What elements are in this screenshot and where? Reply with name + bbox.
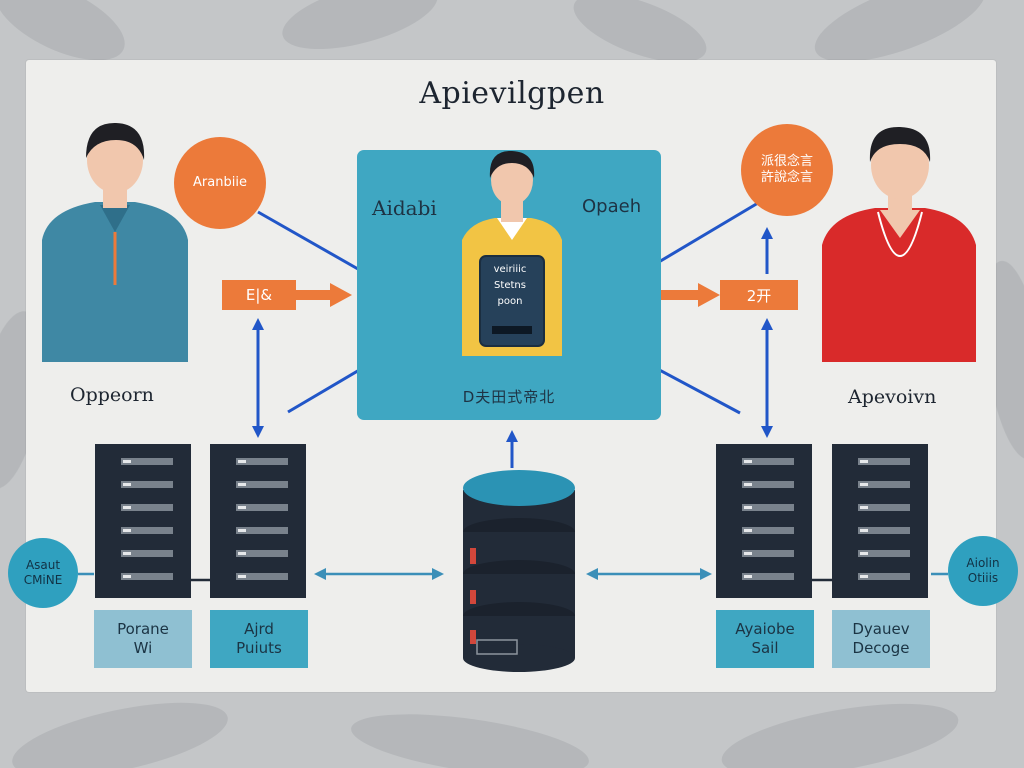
badge-line-1: veiriiic — [493, 264, 527, 275]
module-box-2-text: Ajrd Puiuts — [236, 620, 282, 657]
person-right-label: Apevoivn — [848, 386, 937, 408]
server-rack-3 — [716, 444, 812, 598]
person-left-bubble: Aranbiie — [174, 137, 266, 229]
hub-left-label: Aidabi — [372, 196, 437, 220]
side-circle-left: Asaut CMiNE — [8, 538, 78, 608]
module-box-2: Ajrd Puiuts — [210, 610, 308, 668]
module-box-4-text: Dyauev Decoge — [852, 620, 910, 657]
arrowhead-right-up — [761, 318, 773, 330]
badge-line-3: poon — [497, 296, 523, 307]
arrowhead-db-up — [506, 430, 518, 442]
person-right-bubble-text: 派很念言 許說念言 — [760, 154, 813, 185]
badge-line-2: Stetns — [494, 280, 526, 291]
side-circle-left-text: Asaut CMiNE — [23, 558, 63, 587]
person-right-figure — [822, 126, 976, 362]
tag-arrows — [296, 283, 720, 307]
module-box-3: Ayaiobe Sail — [716, 610, 814, 668]
connector-left-top — [257, 210, 373, 279]
arrow-heads — [252, 227, 773, 442]
connector-right-top — [641, 201, 759, 274]
arrowhead-right-up-top — [761, 227, 773, 239]
person-right-tag-text: 2开 — [746, 286, 772, 305]
person-left-tag-text: E|& — [245, 286, 273, 304]
module-box-3-text: Ayaiobe Sail — [735, 620, 795, 657]
diagram-title: Apievilgpen — [419, 76, 605, 111]
side-circle-right: Aiolin Otiiis — [948, 536, 1018, 606]
arrowhead-left-up — [252, 318, 264, 330]
server-rack-2 — [210, 444, 306, 598]
person-right-tag: 2开 — [720, 280, 798, 310]
person-left-tag: E|& — [222, 280, 296, 310]
person-left-bubble-text: Aranbiie — [193, 175, 247, 190]
hub-right-label: Opaeh — [582, 196, 642, 217]
module-box-1-text: Porane Wi — [117, 620, 169, 657]
rack-db-connectors — [78, 572, 948, 582]
server-rack-4 — [832, 444, 928, 598]
module-box-1: Porane Wi — [94, 610, 192, 668]
server-rack-1 — [95, 444, 191, 598]
database-icon — [463, 470, 575, 672]
person-right-bubble: 派很念言 許說念言 — [741, 124, 833, 216]
hub-bottom-label: D夫田式帝北 — [462, 388, 556, 406]
person-left-label: Oppeorn — [70, 384, 154, 406]
module-box-4: Dyauev Decoge — [832, 610, 930, 668]
arrowhead-left-down — [252, 426, 264, 438]
person-left-figure — [42, 122, 188, 362]
side-circle-right-text: Aiolin Otiiis — [966, 556, 1000, 585]
arrowhead-right-down — [761, 426, 773, 438]
